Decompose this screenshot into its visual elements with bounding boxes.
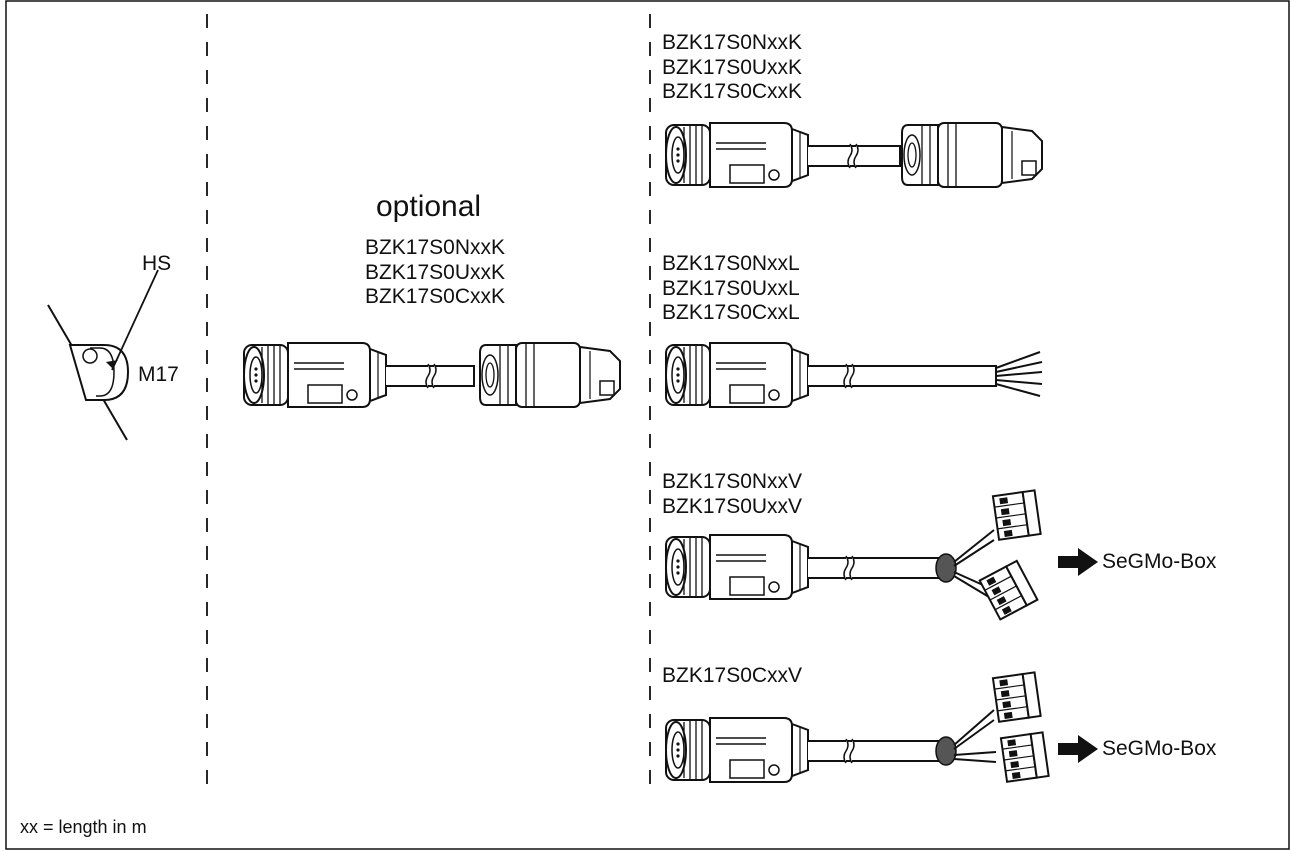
part-number: BZK17S0NxxV: [662, 470, 803, 493]
group-v-c-part-list: BZK17S0CxxV: [662, 664, 802, 689]
hs-label: HS: [142, 252, 172, 275]
part-number: BZK17S0NxxL: [662, 252, 800, 275]
arrow-icon: [1058, 735, 1098, 763]
part-number: BZK17S0CxxV: [662, 664, 803, 687]
outer-border: [5, 0, 1290, 850]
part-number: BZK17S0CxxL: [662, 301, 800, 324]
part-number: BZK17S0NxxK: [662, 31, 803, 54]
part-number: BZK17S0UxxK: [662, 55, 803, 79]
group-v-nu-part-list: BZK17S0NxxV BZK17S0UxxV: [662, 470, 802, 519]
motor-housing-drawing: [47, 269, 159, 441]
arrow-icon: [1058, 548, 1098, 576]
group-l-part-list: BZK17S0NxxL BZK17S0UxxL BZK17S0CxxL: [662, 252, 800, 326]
cable-optional: [243, 342, 621, 408]
cable-v-c: [665, 671, 1050, 783]
part-number: BZK17S0NxxK: [364, 236, 506, 259]
optional-heading: optional: [376, 190, 482, 223]
m17-label: M17: [138, 363, 179, 386]
cable-v-nu: [665, 489, 1042, 621]
segmo-box-label: SeGMo-Box: [1102, 550, 1217, 573]
optional-part-list: BZK17S0NxxK BZK17S0UxxK BZK17S0CxxK: [330, 236, 540, 310]
cable-k: [665, 122, 1043, 188]
part-number: BZK17S0UxxL: [662, 276, 800, 300]
part-number: BZK17S0UxxK: [364, 260, 506, 284]
part-number: BZK17S0CxxK: [364, 285, 506, 308]
group-k-part-list: BZK17S0NxxK BZK17S0UxxK BZK17S0CxxK: [662, 31, 802, 105]
part-number: BZK17S0UxxV: [662, 494, 803, 518]
length-legend: xx = length in m: [20, 817, 147, 837]
cable-l: [665, 342, 1043, 408]
segmo-box-label: SeGMo-Box: [1102, 737, 1217, 760]
part-number: BZK17S0CxxK: [662, 80, 803, 103]
